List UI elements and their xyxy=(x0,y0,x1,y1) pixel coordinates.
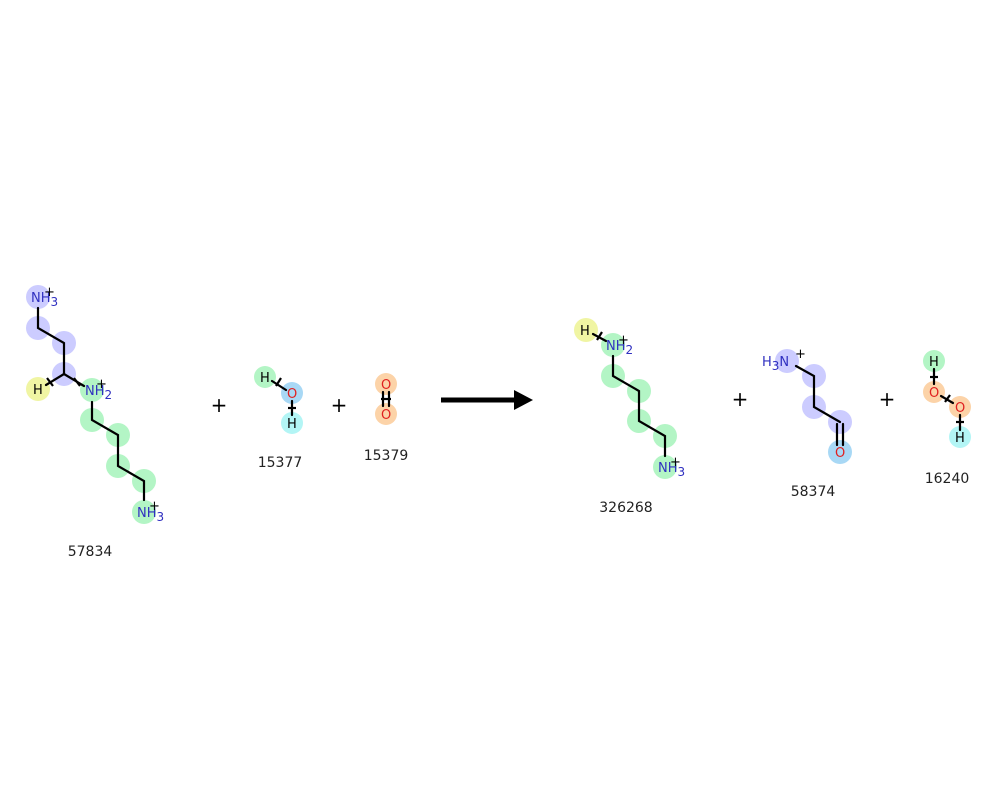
atom-o: O xyxy=(929,386,939,401)
subscript: 3 xyxy=(678,465,686,479)
atom-h: H xyxy=(668,461,678,476)
molecule-326268: H NH2 + NH3 + 326268 xyxy=(574,318,685,516)
atom-o: O xyxy=(955,401,965,416)
atom-h: H xyxy=(260,371,270,386)
charge: + xyxy=(618,333,629,348)
charge: + xyxy=(670,455,681,470)
atom-h: H xyxy=(287,417,297,432)
svg-text:NH2: NH2 xyxy=(606,339,633,357)
charge: + xyxy=(149,499,160,514)
subscript: 2 xyxy=(626,343,634,357)
molecule-id-label: 326268 xyxy=(599,500,652,516)
atom-o: O xyxy=(835,446,845,461)
atom-h: H xyxy=(929,355,939,370)
plus-sign: + xyxy=(732,387,749,411)
plus-sign: + xyxy=(211,393,228,417)
molecule-15377: H O H 15377 xyxy=(254,366,303,471)
molecule-id-label: 15379 xyxy=(364,448,409,464)
plus-sign: + xyxy=(331,393,348,417)
atom-n: N xyxy=(606,339,616,354)
svg-text:NH2: NH2 xyxy=(85,384,112,402)
charge: + xyxy=(795,347,806,362)
atom-h: H xyxy=(147,506,157,521)
atom-o: O xyxy=(381,408,391,423)
svg-text:H3N: H3N xyxy=(762,355,789,373)
charge: + xyxy=(96,377,107,392)
subscript: 3 xyxy=(772,359,780,373)
molecule-58374: H3N + O 58374 xyxy=(762,347,852,500)
atom-n: N xyxy=(658,461,668,476)
subscript: 2 xyxy=(105,388,113,402)
subscript: 3 xyxy=(51,295,59,309)
atom-h: H xyxy=(580,324,590,339)
molecule-16240: H O O H 16240 xyxy=(923,350,971,487)
charge: + xyxy=(44,285,55,300)
plus-sign: + xyxy=(879,387,896,411)
atom-o: O xyxy=(381,378,391,393)
atom-n: N xyxy=(85,384,95,399)
atom-h: H xyxy=(955,431,965,446)
atom-labels: NH3 + H NH2 + NH3 + xyxy=(31,285,164,524)
molecule-id-label: 15377 xyxy=(258,455,303,471)
atom-n: N xyxy=(137,506,147,521)
molecule-id-label: 58374 xyxy=(791,484,836,500)
svg-text:NH3: NH3 xyxy=(137,506,164,524)
atom-h: H xyxy=(41,291,51,306)
bonds xyxy=(36,306,146,502)
atom-n: N xyxy=(779,355,789,370)
atom-h: H xyxy=(95,384,105,399)
atom-o: O xyxy=(287,387,297,402)
atom-n: N xyxy=(31,291,41,306)
reaction-arrow xyxy=(441,390,533,410)
atom-h: H xyxy=(33,383,43,398)
molecule-57834: NH3 + H NH2 + NH3 + 57834 xyxy=(26,285,164,560)
atom-h: H xyxy=(616,339,626,354)
svg-text:NH3: NH3 xyxy=(31,291,58,309)
svg-text:NH3: NH3 xyxy=(658,461,685,479)
molecule-15379: O O 15379 xyxy=(364,373,409,464)
molecule-id-label: 16240 xyxy=(925,471,970,487)
atom-h: H xyxy=(762,355,772,370)
subscript: 3 xyxy=(157,510,165,524)
molecule-id-label: 57834 xyxy=(68,544,113,560)
